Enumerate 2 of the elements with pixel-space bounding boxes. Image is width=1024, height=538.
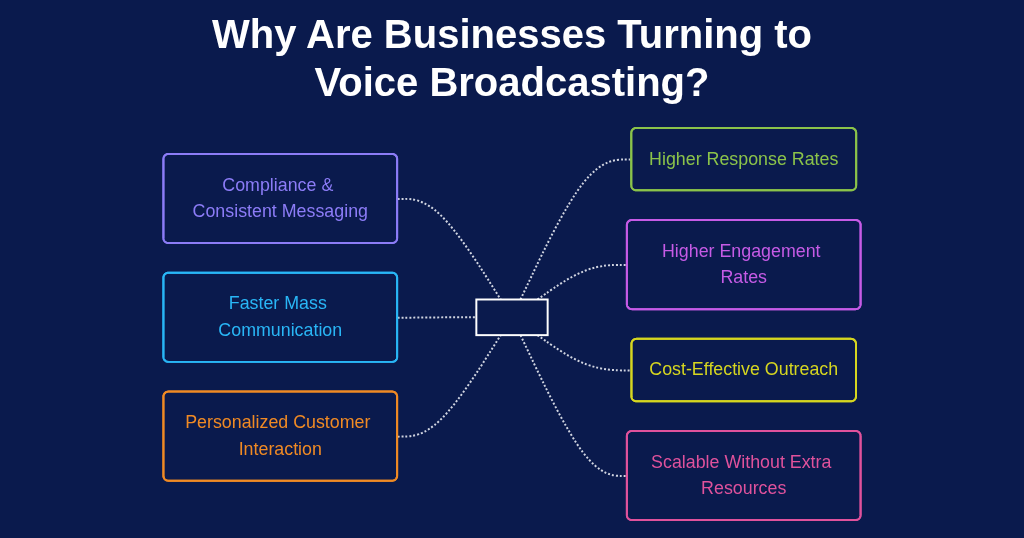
node-box (475, 298, 549, 337)
title: Why Are Businesses Turning to Voice Broadcasting? (210, 11, 814, 106)
